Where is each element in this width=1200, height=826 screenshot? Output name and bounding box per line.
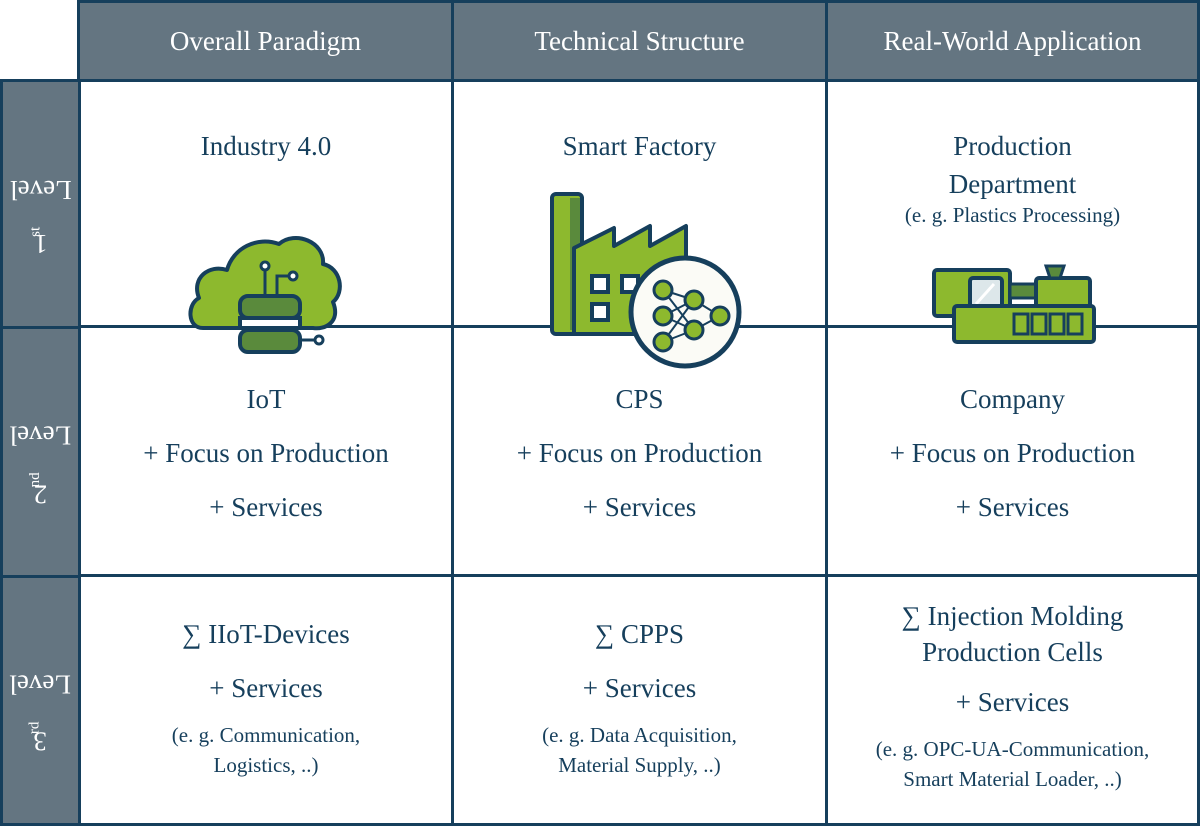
cell-industry-4-0-title: Industry 4.0 [200,131,332,161]
column-header-label: Real-World Application [883,26,1142,56]
title-line: Department [948,169,1077,199]
cell-line: + Services [582,673,697,703]
cell-line: + Services [209,673,323,703]
column-header-label: Technical Structure [534,26,745,56]
factory-neural-network-icon [550,192,742,369]
row-header-2nd-level: 2nd Level [0,326,81,578]
title-line: Production [953,131,1072,161]
row-label: Level [9,174,72,205]
cell-smart-factory-title: Smart Factory [562,131,717,161]
cell-company: Company + Focus on Production + Services [828,383,1197,523]
matrix-grid [78,79,1200,826]
cell-line: + Services [209,492,323,522]
column-header-real-world-application: Real-World Application [825,0,1200,82]
cell-title: IoT [246,384,286,414]
column-header-technical-structure: Technical Structure [451,0,828,82]
cell-line: + Services [955,492,1070,522]
row-ordinal: 1 [33,228,48,259]
example-text: Material Supply, ..) [558,753,721,777]
example-text: (e. g. Communication, [171,723,361,747]
grid-divider [78,574,1200,577]
cell-line: + Focus on Production [516,438,763,468]
example-text: (e. g. Data Acquisition, [542,723,737,747]
cell-cpps: ∑ CPPS + Services (e. g. Data Acquisitio… [454,618,825,780]
cell-iiot-devices: ∑ IIoT-Devices + Services (e. g. Communi… [81,618,451,780]
row-label: Level [9,419,72,450]
cell-cps: CPS + Focus on Production + Services [454,383,825,523]
cell-title: Company [960,384,1065,414]
cloud-database-icon [188,236,342,354]
cell-title: Production Cells [922,637,1103,667]
injection-molding-machine-icon [932,264,1096,344]
row-ordinal: 2 [33,479,48,510]
grid-divider [451,79,454,826]
cell-iot: IoT + Focus on Production + Services [81,383,451,523]
example-text: (e. g. OPC-UA-Communication, [875,737,1150,761]
cell-title: ∑ Injection Molding [901,601,1124,631]
column-header-overall-paradigm: Overall Paradigm [77,0,454,82]
cell-line: + Services [955,687,1070,717]
grid-divider [825,79,828,826]
example-text: (e. g. Plastics Processing) [904,203,1121,227]
cell-production-department-title: Production Department (e. g. Plastics Pr… [828,130,1197,230]
column-header-label: Overall Paradigm [169,26,362,56]
row-label: Level [9,669,72,700]
row-ordinal: 3 [33,726,48,757]
cell-line: + Services [582,492,697,522]
example-text: Logistics, ..) [213,753,319,777]
cell-line: + Focus on Production [143,438,389,468]
cell-line: + Focus on Production [889,438,1136,468]
example-text: Smart Material Loader, ..) [903,767,1122,791]
row-header-1st-level: 1st Level [0,79,81,329]
cell-title: ∑ IIoT-Devices [182,619,350,649]
cell-title: CPS [615,384,664,414]
cell-title: ∑ CPPS [594,619,685,649]
cell-injection-molding-cells: ∑ Injection Molding Production Cells + S… [828,600,1197,794]
row-header-3rd-level: 3rd Level [0,575,81,826]
